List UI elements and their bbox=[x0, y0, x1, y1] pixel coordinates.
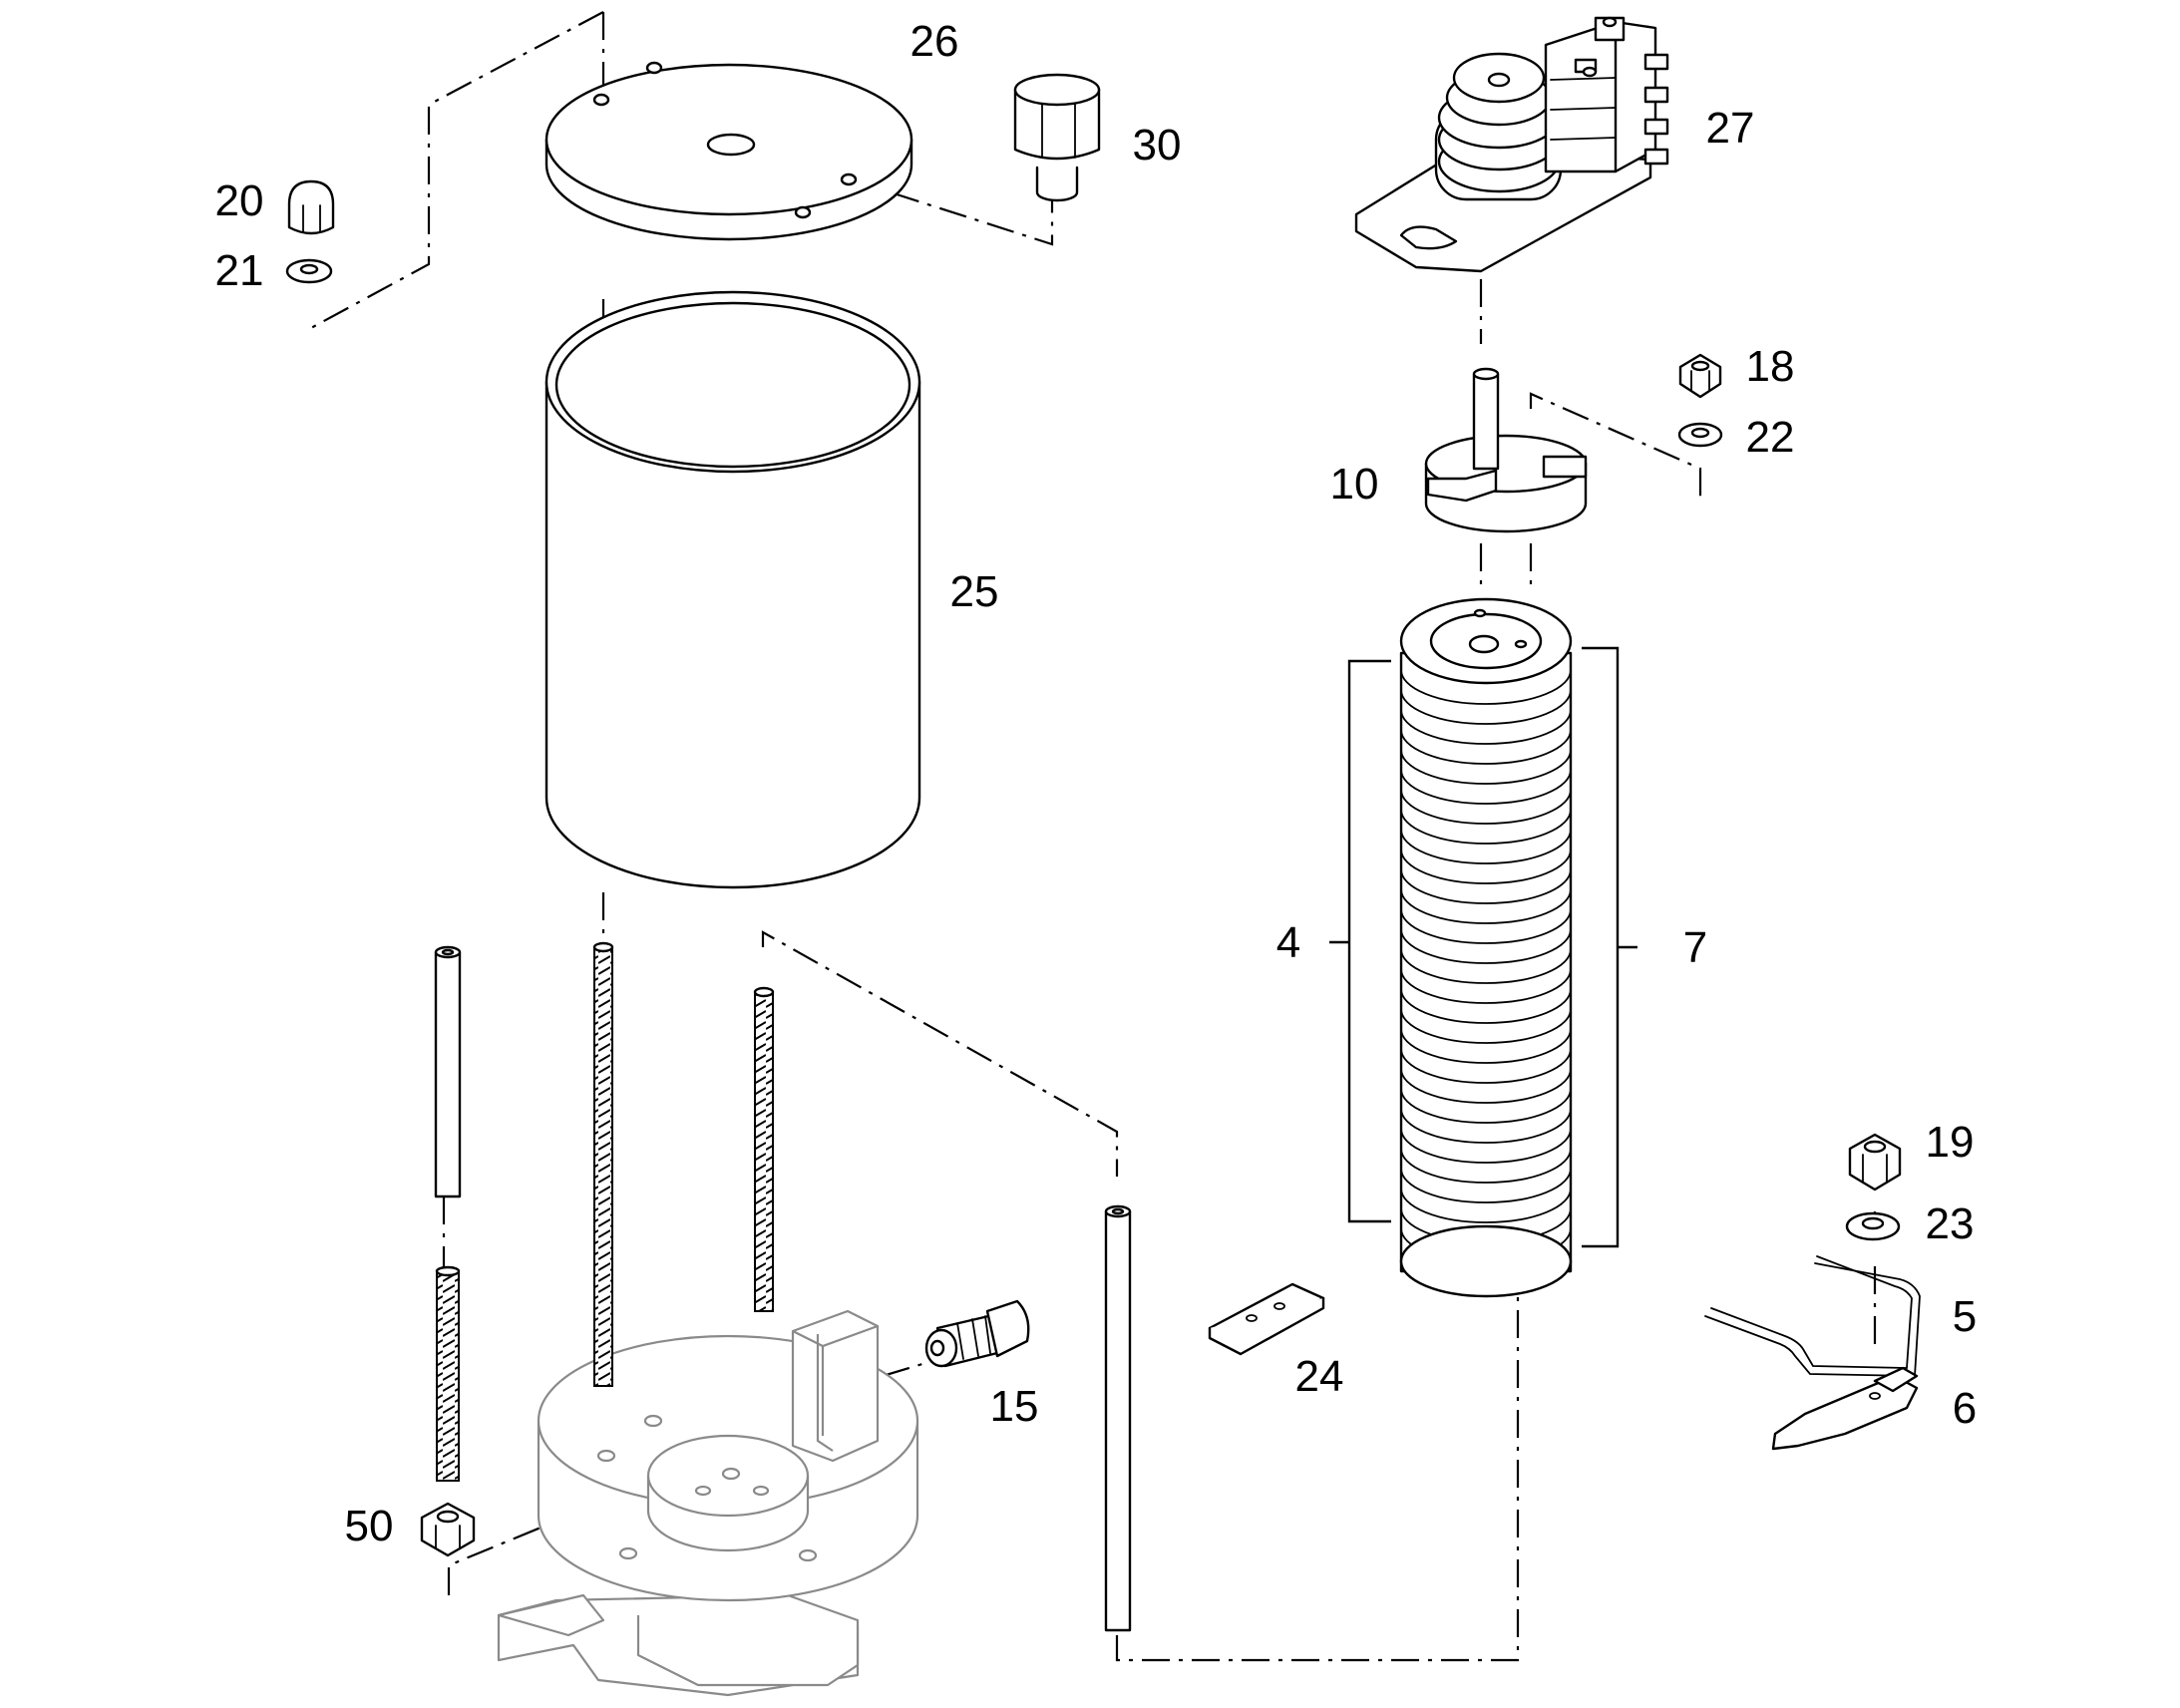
disc-edge bbox=[1400, 888, 1572, 924]
disc-edge bbox=[1400, 1048, 1572, 1084]
washer-23[interactable] bbox=[1845, 1211, 1901, 1241]
callout-22: 22 bbox=[1746, 413, 1795, 462]
callout-labels: 26 30 20 21 25 27 18 22 10 4 7 19 23 5 6… bbox=[215, 17, 1978, 1550]
callout-10: 10 bbox=[1330, 460, 1379, 509]
nut-18[interactable] bbox=[1678, 353, 1722, 399]
hex-nut-50[interactable] bbox=[420, 1502, 476, 1557]
callout-23: 23 bbox=[1926, 1199, 1975, 1248]
disc-edge bbox=[1400, 769, 1572, 805]
callout-25: 25 bbox=[950, 567, 999, 616]
disc-edge bbox=[1400, 948, 1572, 984]
disc-edge bbox=[1400, 1148, 1572, 1184]
nut-19[interactable] bbox=[1848, 1133, 1902, 1192]
disc-edge bbox=[1400, 809, 1572, 845]
disc-edge bbox=[1400, 868, 1572, 904]
washer-22[interactable] bbox=[1677, 422, 1723, 448]
callout-20: 20 bbox=[215, 176, 264, 225]
disc-edge bbox=[1400, 1068, 1572, 1104]
disc-edge bbox=[1400, 749, 1572, 785]
acorn-nut[interactable] bbox=[287, 179, 335, 235]
disc-stack[interactable] bbox=[1399, 597, 1573, 1298]
disc-edge bbox=[1400, 729, 1572, 765]
bracket-4 bbox=[1329, 659, 1391, 1223]
disc-edge bbox=[1400, 1128, 1572, 1164]
disc-edge bbox=[1400, 1028, 1572, 1064]
callout-15: 15 bbox=[990, 1382, 1039, 1431]
rod-long-1[interactable] bbox=[592, 941, 614, 1387]
switch-assembly[interactable] bbox=[1354, 16, 1669, 273]
top-cover-plate[interactable] bbox=[545, 61, 913, 241]
callout-21: 21 bbox=[215, 246, 264, 295]
disc-edge bbox=[1400, 1168, 1572, 1203]
disc-edge bbox=[1400, 1108, 1572, 1144]
callout-50: 50 bbox=[345, 1502, 394, 1550]
rotor-with-shaft[interactable] bbox=[1424, 367, 1588, 533]
disc-edge bbox=[1400, 908, 1572, 944]
bracket-7 bbox=[1582, 646, 1637, 1248]
disc-edge bbox=[1400, 1188, 1572, 1223]
washer-21[interactable] bbox=[285, 258, 333, 284]
disc-edge bbox=[1400, 928, 1572, 964]
wire-spring[interactable] bbox=[1704, 1255, 1921, 1377]
plate-24[interactable] bbox=[1208, 1282, 1325, 1356]
rod-threaded-short[interactable] bbox=[435, 1265, 461, 1482]
callout-5: 5 bbox=[1953, 1292, 1977, 1341]
disc-edge bbox=[1400, 789, 1572, 825]
rod-long-2[interactable] bbox=[753, 986, 775, 1312]
tie-rod[interactable] bbox=[1104, 1204, 1132, 1632]
rod-plain[interactable] bbox=[434, 945, 462, 1198]
clip-6[interactable] bbox=[1771, 1366, 1919, 1451]
callout-26: 26 bbox=[910, 17, 959, 66]
pipe-fitting[interactable] bbox=[924, 1299, 1030, 1368]
disc-edge bbox=[1400, 849, 1572, 884]
disc-edge bbox=[1400, 968, 1572, 1004]
disc-edge bbox=[1400, 689, 1572, 725]
disc-edge bbox=[1400, 1008, 1572, 1044]
callout-18: 18 bbox=[1746, 342, 1795, 391]
disc-edge bbox=[1400, 829, 1572, 864]
callout-30: 30 bbox=[1133, 121, 1182, 170]
disc-edge bbox=[1400, 1088, 1572, 1124]
disc-edge bbox=[1400, 988, 1572, 1024]
callout-6: 6 bbox=[1953, 1384, 1977, 1433]
callout-27: 27 bbox=[1706, 104, 1755, 153]
callout-4: 4 bbox=[1276, 918, 1300, 967]
callout-19: 19 bbox=[1926, 1118, 1975, 1167]
plug-fitting[interactable] bbox=[1013, 73, 1101, 202]
callout-7: 7 bbox=[1683, 923, 1707, 972]
disc-edge bbox=[1400, 709, 1572, 745]
callout-24: 24 bbox=[1295, 1352, 1344, 1401]
disc-edge bbox=[1400, 669, 1572, 705]
base-assembly bbox=[497, 1309, 919, 1697]
cylinder-housing[interactable] bbox=[545, 290, 921, 889]
